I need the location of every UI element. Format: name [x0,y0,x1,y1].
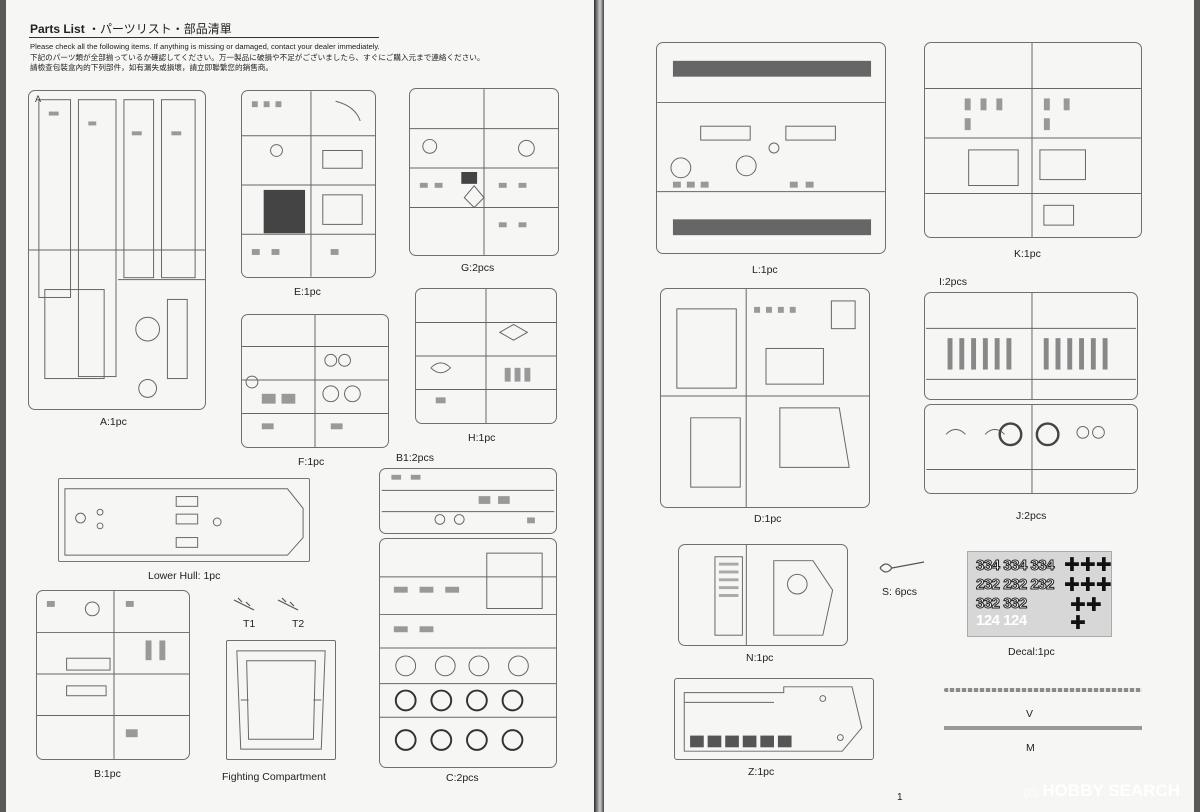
sprue-L [656,42,886,254]
chain-V [944,688,1142,692]
label-H: H:1pc [468,432,496,444]
label-B1: B1:2pcs [396,452,434,464]
sprue-N-drawing [714,545,834,645]
sprue-B1-drawing [381,474,555,525]
balkenkreuz-icon: ✚✚✚ [1064,575,1112,596]
decal-row-4: 124 124 [976,612,1027,629]
lower-hull-drawing [64,488,304,556]
label-decal: Decal:1pc [1008,646,1055,658]
decal-sheet: 334 334 334 232 232 232 332 332 124 124 … [967,551,1112,637]
t-parts-drawing [233,597,299,611]
instruction-en: Please check all the following items. If… [30,42,380,51]
label-N: N:1pc [746,652,774,664]
label-V: V [1026,708,1034,720]
title-jp: ・パーツリスト・部品清單 [88,22,232,36]
decal-row-1: 334 334 334 [976,557,1055,575]
sprue-G-drawing [410,89,558,255]
label-T1: T1 [243,618,256,630]
label-K: K:1pc [1014,248,1041,260]
label-J: J:2pcs [1016,510,1047,522]
sprue-K-drawing [925,43,1141,237]
label-I: I:2pcs [939,276,968,288]
sprue-F-drawing [242,315,388,447]
label-lower-hull: Lower Hull: 1pc [148,570,221,582]
label-B: B:1pc [94,768,121,780]
sprue-C [379,538,557,768]
label-D: D:1pc [754,513,782,525]
watermark-brand: HOBBY SEARCH [1042,781,1180,800]
label-L: L:1pc [752,264,778,276]
rod-M [944,726,1142,730]
label-fighting-compartment: Fighting Compartment [222,771,326,783]
sprue-G [409,88,559,256]
title-en: Parts List [30,22,85,36]
watermark: (C) HOBBY SEARCH [1024,781,1180,801]
sprue-J [924,404,1138,494]
lower-hull [58,478,310,562]
fighting-compartment-drawing [236,650,326,750]
label-Z: Z:1pc [748,766,775,778]
label-T2: T2 [292,618,305,630]
page-number: 1 [897,792,903,803]
sprue-K [924,42,1142,238]
sprue-L-drawing [657,60,885,236]
sprue-I-drawing [925,293,1137,399]
book-gutter [594,0,604,812]
label-F: F:1pc [298,456,325,468]
sprue-E [241,90,376,278]
balkenkreuz-icon: ✚✚ [1070,595,1102,616]
sprue-A: A [28,90,206,410]
sprue-J-drawing [926,405,1136,493]
sprue-B [36,590,190,760]
sprue-F [241,314,389,448]
sprue-Z-drawing [683,686,863,752]
fighting-compartment [226,640,336,760]
decal-row-2: 232 232 232 [976,576,1055,594]
sprue-D-drawing [661,289,869,507]
sprue-D [660,288,870,508]
label-C: C:2pcs [446,772,479,784]
sprue-B1 [379,468,557,534]
sprue-N [678,544,848,646]
sprue-C-drawing [380,552,556,751]
parts-list-title: Parts List ・パーツリスト・部品清單 [30,20,232,37]
label-A: A:1pc [100,416,127,428]
sprue-A-drawing [29,99,205,398]
balkenkreuz-icon: ✚✚✚ [1064,555,1112,576]
title-rule [29,37,379,38]
instruction-jp: 下記のパーツ類が全部揃っているか確認してください。万一製品に破損や不足がございま… [30,53,485,62]
sprue-H [415,288,557,424]
right-page: L:1pc K:1pc D:1pc [604,0,1194,812]
sprue-I [924,292,1138,400]
sprue-H-drawing [416,289,556,423]
left-page: Parts List ・パーツリスト・部品清單 Please check all… [6,0,594,812]
label-G: G:2pcs [461,262,495,274]
instruction-cn: 請檢查包裝盒內的下列部件，如有漏失或損壞，請立即聯繫您的銷售商。 [30,63,273,72]
sprue-B-drawing [37,591,189,759]
balkenkreuz-icon: ✚ [1070,613,1086,634]
decal-row-3: 332 332 [976,595,1028,613]
sprue-E-drawing [242,91,375,277]
label-M: M [1026,742,1035,754]
watermark-copy: (C) [1023,788,1038,799]
sprue-A-tag: A [35,94,42,104]
sprue-Z [674,678,874,760]
label-E: E:1pc [294,286,321,298]
label-S: S: 6pcs [882,586,918,598]
s-parts-drawing [879,561,925,573]
